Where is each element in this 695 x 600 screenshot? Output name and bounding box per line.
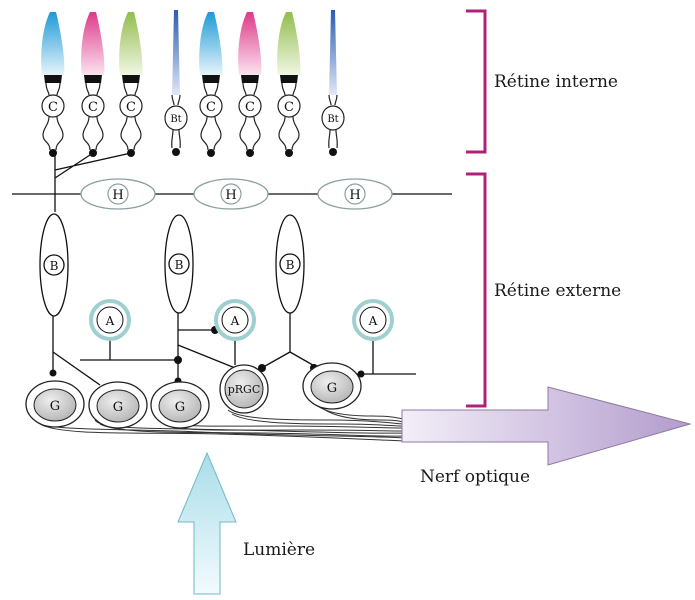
rod-1 — [164, 10, 188, 156]
bipolar-cell-2 — [164, 214, 194, 314]
rod-2 — [321, 10, 345, 156]
prgc-cell — [219, 364, 269, 414]
inner-retina-label: Rétine interne — [494, 72, 618, 92]
ganglion-cell-2 — [88, 381, 148, 429]
light-arrow — [177, 451, 237, 595]
photoreceptors — [41, 10, 345, 157]
outer-retina-label: Rétine externe — [494, 281, 621, 301]
amacrine-cell-3 — [352, 299, 394, 341]
cone-4 — [199, 12, 223, 157]
rod-label: Bt — [170, 114, 181, 125]
horizontal-cell-1 — [80, 178, 156, 210]
horizontal-cell-label: H — [225, 188, 236, 203]
cone-3 — [119, 12, 143, 157]
horizontal-cell-label: H — [349, 188, 360, 203]
cone-1 — [41, 12, 65, 157]
prgc-label: pRGC — [228, 383, 261, 396]
horizontal-cell-2 — [193, 178, 269, 210]
inner-retina-bracket — [466, 9, 487, 154]
cone-label: C — [284, 100, 294, 115]
ganglion-label: G — [327, 381, 337, 396]
ganglion-cell-3 — [150, 381, 210, 429]
bipolar-label: B — [175, 258, 184, 272]
horizontal-cell-label: H — [112, 188, 123, 203]
bipolar-cell-3 — [275, 214, 305, 314]
ganglion-label: G — [175, 400, 185, 415]
amacrine-cells: A A A — [89, 299, 394, 341]
bipolar-label: B — [286, 258, 295, 272]
amacrine-label: A — [368, 314, 378, 328]
rod-label: Bt — [327, 114, 338, 125]
ganglion-cell-4 — [302, 362, 362, 410]
bipolar-cells — [39, 213, 305, 317]
cone-label: C — [126, 100, 136, 115]
ganglion-label: G — [50, 399, 60, 414]
ganglion-cells: G G G pRGC G — [25, 362, 362, 429]
bipolar-label: B — [50, 259, 59, 273]
horizontal-layer: H H H — [12, 152, 452, 212]
ganglion-label: G — [113, 400, 123, 415]
light-label: Lumière — [243, 540, 315, 560]
optic-nerve-arrow — [401, 386, 692, 466]
cone-label: C — [48, 100, 58, 115]
horizontal-cell-3 — [317, 178, 393, 210]
cone-label: C — [206, 100, 216, 115]
cone-2 — [81, 12, 105, 157]
bipolar-cell-1 — [39, 213, 69, 317]
cone-label: C — [245, 100, 255, 115]
cone-6 — [277, 12, 301, 157]
nerve-fibres — [34, 399, 405, 442]
amacrine-label: A — [230, 314, 240, 328]
cone-label: C — [88, 100, 98, 115]
amacrine-cell-1 — [89, 299, 131, 341]
cone-5 — [238, 12, 262, 157]
photoreceptor-labels: C C C Bt C C C Bt — [48, 100, 339, 125]
amacrine-label: A — [105, 314, 115, 328]
region-brackets — [466, 9, 487, 408]
bipolar-labels: B B B — [50, 258, 295, 273]
amacrine-cell-2 — [214, 299, 256, 341]
outer-retina-bracket — [466, 172, 487, 408]
optic-nerve-label: Nerf optique — [420, 467, 530, 487]
ganglion-cell-1 — [25, 380, 85, 428]
